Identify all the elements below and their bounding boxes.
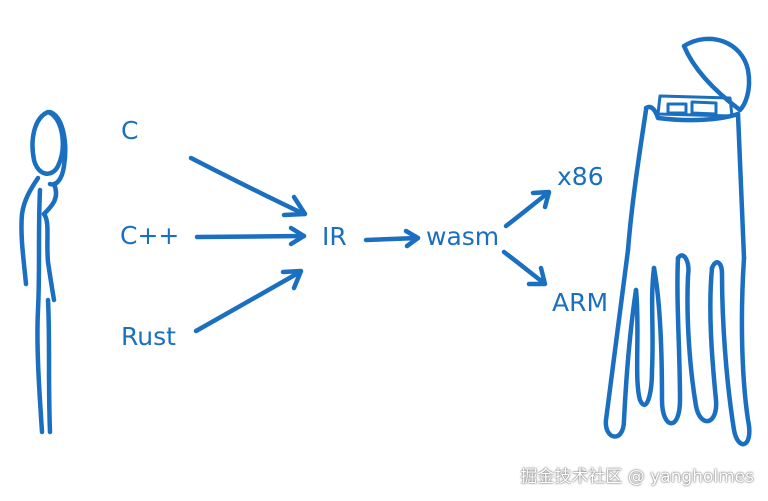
arrow-wasm-to-x86 bbox=[503, 189, 552, 229]
label-rust: Rust bbox=[121, 322, 176, 351]
arrow-wasm-to-arm bbox=[501, 249, 548, 287]
label-x86: x86 bbox=[557, 162, 604, 191]
label-arm: ARM bbox=[552, 288, 609, 317]
label-wasm: wasm bbox=[426, 222, 500, 251]
label-cpp: C++ bbox=[120, 221, 180, 250]
developer-figure-icon bbox=[19, 109, 68, 435]
arrow-c-to-ir bbox=[188, 155, 308, 218]
arrow-cpp-to-ir bbox=[194, 225, 307, 247]
arrow-ir-to-wasm bbox=[363, 228, 421, 249]
arrow-rust-to-ir bbox=[193, 268, 304, 334]
watermark: 掘金技术社区 @ yangholmes bbox=[520, 467, 754, 487]
label-c: C bbox=[121, 116, 139, 145]
label-ir: IR bbox=[322, 222, 347, 251]
machine-creature-icon bbox=[603, 36, 752, 447]
